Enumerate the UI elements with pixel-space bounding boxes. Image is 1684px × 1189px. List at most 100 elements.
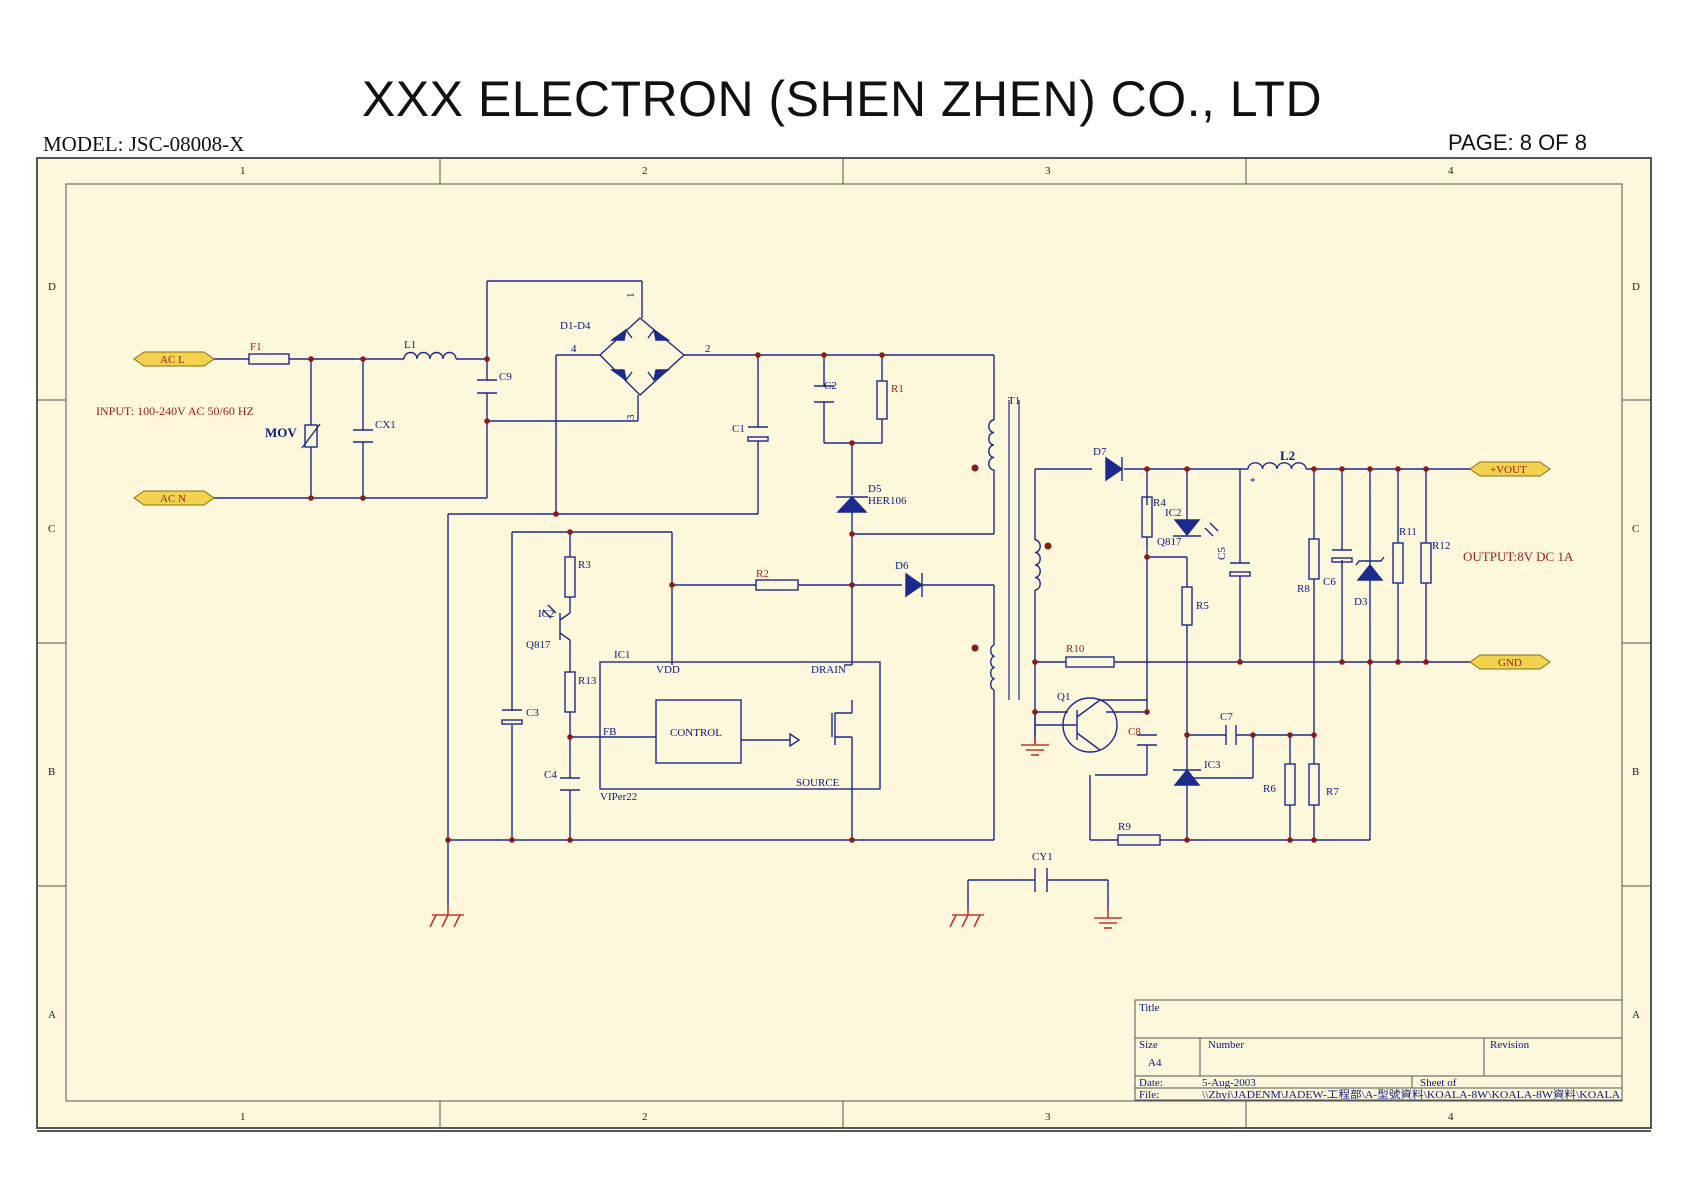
label-cy1: CY1: [1032, 851, 1053, 863]
zone-col-2-top: 2: [642, 165, 648, 177]
earth-ground-icon: [1094, 910, 1122, 929]
label-c6: C6: [1323, 576, 1336, 588]
tb-number: Number: [1208, 1039, 1244, 1051]
zone-col-1-top: 1: [240, 165, 246, 177]
label-drain: DRAIN: [811, 664, 846, 676]
label-l1: L1: [404, 339, 416, 351]
label-c7: C7: [1220, 711, 1233, 723]
r5-resistor: [1181, 586, 1193, 626]
label-r6: R6: [1263, 783, 1276, 795]
tb-file-value: \\Zhyi\JADENM\JADEW-工程部\A-型號資料\KOALA-8W\…: [1202, 1088, 1621, 1101]
zone-row-a-right: A: [1632, 1009, 1640, 1021]
ground-symbols: [429, 737, 1122, 929]
label-ic2b: IC2: [1165, 507, 1182, 519]
port-acn-label: AC N: [160, 493, 186, 505]
label-d5: D5: [868, 483, 882, 495]
title-block-text: Title Size A4 Number Revision Date: 5-Au…: [1139, 1002, 1621, 1101]
r3-resistor: [564, 556, 576, 598]
chassis-ground-cy1-icon: [949, 910, 984, 928]
label-her106: HER106: [868, 495, 907, 507]
zone-row-d-right: D: [1632, 281, 1640, 293]
label-r1: R1: [891, 383, 904, 395]
zone-col-1-bottom: 1: [240, 1111, 246, 1123]
ports: AC L AC N +VOUT GND: [133, 351, 1551, 670]
r7-resistor: [1308, 763, 1320, 806]
t1-primary: [988, 419, 995, 471]
label-t1: T1: [1008, 395, 1020, 407]
r10-resistor: [1065, 656, 1115, 668]
tb-title: Title: [1139, 1002, 1160, 1014]
zone-col-2-bottom: 2: [642, 1111, 648, 1123]
zone-row-c-left: C: [48, 523, 55, 535]
input-note: INPUT: 100-240V AC 50/60 HZ: [96, 404, 254, 418]
tb-date: Date:: [1139, 1077, 1163, 1089]
label-c3: C3: [526, 707, 539, 719]
d5-diode: [836, 495, 868, 513]
r2-resistor: [755, 579, 799, 591]
model-label: MODEL: JSC-08008-X: [43, 132, 245, 156]
zone-col-4-top: 4: [1448, 165, 1454, 177]
label-c8: C8: [1128, 726, 1141, 738]
tb-date-value: 5-Aug-2003: [1202, 1077, 1256, 1089]
zone-row-d-left: D: [48, 281, 56, 293]
label-ic2a: IC2: [538, 608, 555, 620]
zone-row-a-left: A: [48, 1009, 56, 1021]
label-r3: R3: [578, 559, 591, 571]
tb-revision: Revision: [1490, 1039, 1530, 1051]
label-cx1: CX1: [375, 419, 396, 431]
label-c2: C2: [824, 380, 837, 392]
d3-zener: [1356, 563, 1384, 581]
port-acl-label: AC L: [160, 354, 185, 366]
ic2-opto-led: [1173, 519, 1201, 537]
label-q817b: Q817: [1157, 536, 1182, 548]
d7-diode: [1105, 456, 1124, 482]
label-f1: F1: [250, 341, 262, 353]
tb-size-value: A4: [1148, 1057, 1162, 1069]
t1-aux-winding: [990, 644, 996, 691]
junction-dots: [308, 352, 1429, 843]
r4-resistor: [1141, 496, 1153, 538]
signal-ground-icon: [1021, 737, 1049, 756]
r1-resistor: [876, 380, 888, 420]
label-d3: D3: [1354, 596, 1368, 608]
label-viper: VIPer22: [600, 791, 637, 803]
label-d1d4: D1-D4: [560, 320, 591, 332]
title-block: [1134, 999, 1623, 1101]
zone-row-c-right: C: [1632, 523, 1639, 535]
label-source: SOURCE: [796, 777, 840, 789]
port-vout-label: +VOUT: [1490, 464, 1527, 476]
r9-resistor: [1117, 834, 1161, 846]
chassis-ground-left-icon: [429, 905, 464, 928]
label-c4: C4: [544, 769, 557, 781]
transformer-dots: [971, 464, 1052, 652]
label-r11: R11: [1399, 526, 1417, 538]
label-fb: FB: [603, 726, 616, 738]
l2-inductor: [1247, 462, 1307, 470]
label-vdd: VDD: [656, 664, 680, 676]
label-l2: L2: [1280, 448, 1295, 463]
label-pin3: 3: [625, 414, 637, 420]
r6-resistor: [1284, 763, 1296, 806]
label-d6: D6: [895, 560, 909, 572]
r8-resistor: [1308, 538, 1320, 580]
port-acl: [133, 351, 215, 367]
label-pin4: 4: [571, 343, 577, 355]
label-r2: R2: [756, 568, 769, 580]
zone-row-b-left: B: [48, 766, 55, 778]
label-star: *: [1250, 476, 1256, 488]
page-label: PAGE: 8 OF 8: [1448, 130, 1587, 155]
l1-inductor: [403, 351, 457, 360]
inner-frame: [65, 183, 1623, 1102]
label-r12: R12: [1432, 540, 1450, 552]
zone-row-b-right: B: [1632, 766, 1639, 778]
label-pin1: 1: [625, 293, 637, 299]
label-c9: C9: [499, 371, 512, 383]
label-r8: R8: [1297, 583, 1310, 595]
label-mov: MOV: [265, 425, 297, 440]
component-labels: F1 L1 MOV CX1 C9 D1-D4 1 2 3 4 C1 C2 R1 …: [250, 293, 1450, 864]
company-title: XXX ELECTRON (SHEN ZHEN) CO., LTD: [361, 71, 1323, 127]
label-ic1: IC1: [614, 649, 631, 661]
tb-sheet: Sheet of: [1420, 1077, 1457, 1089]
tb-size: Size: [1139, 1039, 1158, 1051]
